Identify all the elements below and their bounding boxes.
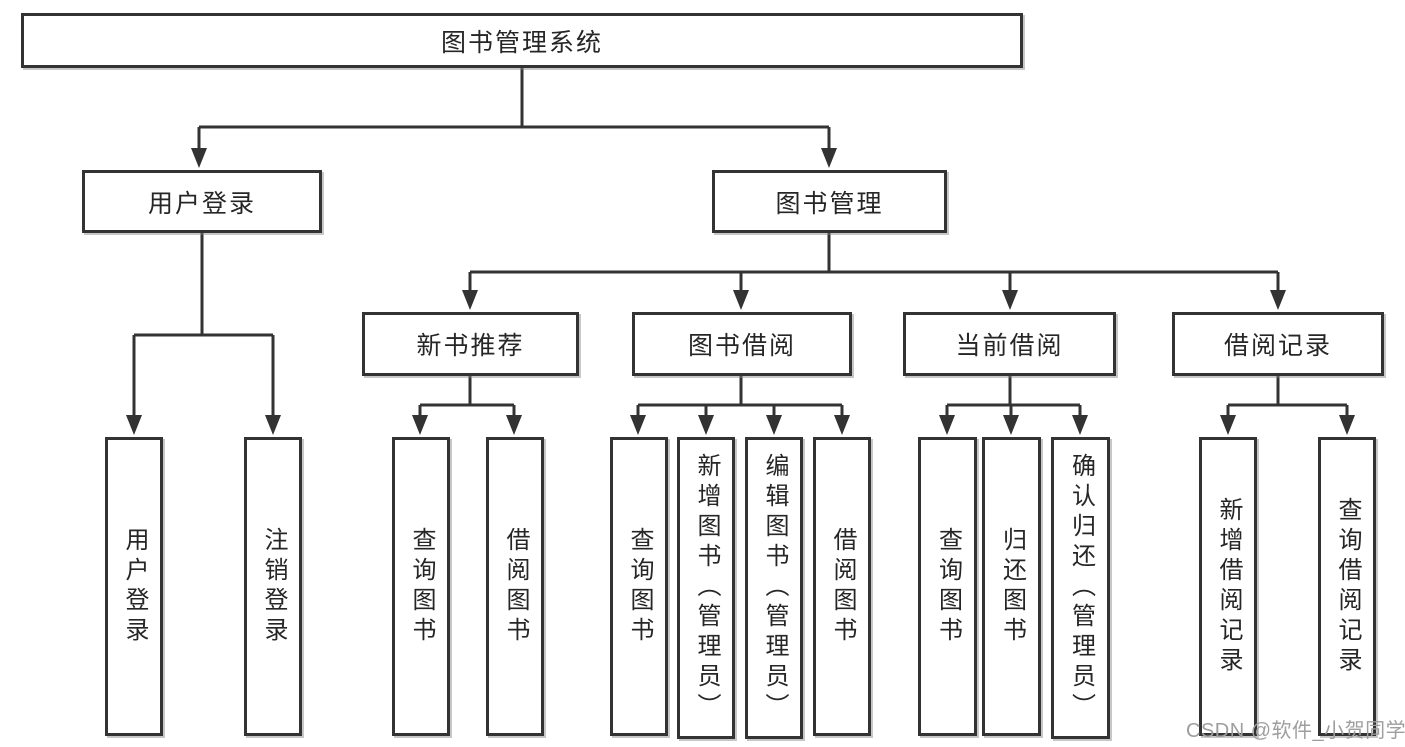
leaf-logout: 注销登录	[244, 437, 302, 736]
leaf-user-login: 用户登录	[105, 437, 163, 736]
csdn-watermark: CSDN @软件_小贺同学	[1186, 720, 1405, 742]
leaf-return-books: 归还图书	[982, 437, 1041, 736]
leaf-query-books-current: 查询图书	[918, 437, 977, 736]
leaf-confirm-return-admin: 确认归还（管理员）	[1051, 437, 1110, 739]
leaf-query-books-recommend: 查询图书	[392, 437, 450, 736]
leaf-query-books-borrow: 查询图书	[610, 437, 668, 736]
node-new-book-recommend: 新书推荐	[362, 312, 579, 376]
node-borrow-records: 借阅记录	[1172, 312, 1384, 376]
leaf-edit-books-admin: 编辑图书（管理员）	[745, 437, 803, 739]
node-book-borrow: 图书借阅	[632, 312, 852, 376]
leaf-borrow-books-recommend: 借阅图书	[486, 437, 544, 736]
leaf-add-books-admin: 新增图书（管理员）	[677, 437, 735, 739]
leaf-query-borrow-record: 查询借阅记录	[1318, 437, 1376, 736]
node-root-library-system: 图书管理系统	[21, 13, 1023, 68]
leaf-add-borrow-record: 新增借阅记录	[1199, 437, 1257, 736]
node-user-login: 用户登录	[82, 170, 322, 233]
leaf-borrow-books: 借阅图书	[813, 437, 871, 736]
arrowheads	[126, 148, 1355, 435]
node-current-borrow: 当前借阅	[903, 312, 1116, 376]
node-book-management: 图书管理	[712, 170, 947, 233]
